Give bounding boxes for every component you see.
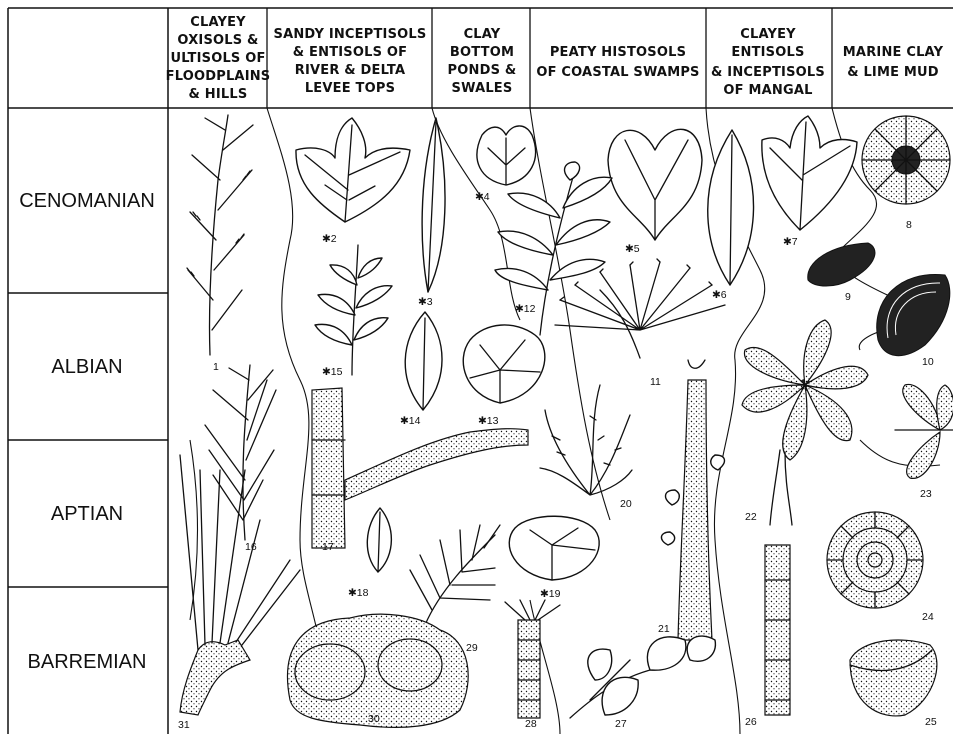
specimen-7-three-lobed-leaf bbox=[762, 116, 857, 230]
specimen-13-peltate-leaf bbox=[463, 325, 545, 403]
specimen-10-mussel bbox=[877, 274, 950, 355]
specimen-1-conifer-branch bbox=[187, 115, 253, 355]
specimen-4-round-leaf bbox=[477, 126, 536, 185]
label-17: 17 bbox=[322, 541, 334, 553]
label-30: 30 bbox=[368, 713, 380, 725]
label-22: 22 bbox=[745, 511, 757, 523]
label-24: 24 bbox=[922, 611, 934, 623]
col-5-line-4: OF MANGAL bbox=[723, 83, 812, 98]
col-3-line-1: CLAY bbox=[464, 27, 501, 42]
label-5: ✱5 bbox=[625, 243, 640, 255]
specimen-14-ovate-leaf bbox=[405, 312, 442, 410]
specimen-12-pinnate-leaf bbox=[495, 162, 612, 335]
specimen-24-ammonite bbox=[827, 512, 923, 608]
specimen-19-round-leaf bbox=[509, 516, 599, 580]
specimen-16-conifer-shoot bbox=[205, 365, 276, 540]
col-3-line-3: PONDS & bbox=[448, 63, 517, 78]
stage-barremian: BARREMIAN bbox=[28, 651, 147, 673]
specimen-28-cycad-stem bbox=[505, 600, 560, 718]
col-5-line-1: CLAYEY bbox=[740, 27, 796, 42]
label-3: ✱3 bbox=[418, 296, 433, 308]
stage-labels: CENOMANIAN ALBIAN APTIAN BARREMIAN bbox=[19, 190, 155, 673]
specimen-22-whorled-leaves bbox=[742, 320, 868, 525]
col-2-line-4: LEVEE TOPS bbox=[305, 81, 395, 96]
specimen-5-bilobed-leaf bbox=[608, 129, 702, 240]
label-19: ✱19 bbox=[540, 588, 561, 600]
label-13: ✱13 bbox=[478, 415, 499, 427]
label-7: ✱7 bbox=[783, 236, 798, 248]
col-3-line-4: SWALES bbox=[452, 81, 513, 96]
col-4-line-1: PEATY HISTOSOLS bbox=[550, 45, 686, 60]
specimen-6-elliptic-leaf bbox=[708, 130, 754, 285]
col-3-line-2: BOTTOM bbox=[450, 45, 514, 60]
specimen-26-horsetail-stem bbox=[765, 545, 790, 715]
specimen-27-ginkgo-leaves bbox=[570, 636, 715, 718]
col-1-line-1: CLAYEY bbox=[190, 15, 246, 30]
col-1-line-2: OXISOLS & bbox=[177, 33, 258, 48]
label-11: 11 bbox=[650, 376, 661, 388]
col-1-line-3: ULTISOLS OF bbox=[170, 51, 265, 66]
column-headers: CLAYEY OXISOLS & ULTISOLS OF FLOODPLAINS… bbox=[166, 15, 944, 102]
col-2-line-3: RIVER & DELTA bbox=[295, 63, 406, 78]
label-23: 23 bbox=[920, 488, 932, 500]
stage-albian: ALBIAN bbox=[51, 356, 122, 378]
specimen-18-small-leaf bbox=[367, 508, 391, 572]
specimen-9-bivalve bbox=[808, 243, 875, 286]
specimen-29-fern-frond bbox=[410, 525, 500, 625]
label-4: ✱4 bbox=[475, 191, 490, 203]
label-25: 25 bbox=[925, 716, 937, 728]
specimen-17-equisetites bbox=[312, 388, 528, 548]
label-27: 27 bbox=[615, 718, 627, 730]
stage-cenomanian: CENOMANIAN bbox=[19, 190, 155, 212]
specimen-25-shell bbox=[850, 640, 937, 716]
label-28: 28 bbox=[525, 718, 537, 730]
specimen-15-pinnate-leaf bbox=[315, 245, 392, 375]
specimen-21-tree-trunk bbox=[661, 360, 724, 640]
col-1-line-5: & HILLS bbox=[189, 87, 248, 102]
label-31: 31 bbox=[178, 719, 190, 731]
label-18: ✱18 bbox=[348, 587, 369, 599]
label-6: ✱6 bbox=[712, 289, 727, 301]
col-4-line-2: OF COASTAL SWAMPS bbox=[536, 65, 699, 80]
label-12: ✱12 bbox=[515, 303, 536, 315]
label-10: 10 bbox=[922, 356, 934, 368]
specimen-20-fern-cluster bbox=[540, 385, 632, 495]
label-2: ✱2 bbox=[322, 233, 337, 245]
stage-aptian: APTIAN bbox=[51, 503, 123, 525]
col-6-line-2: & LIME MUD bbox=[847, 65, 939, 80]
col-6-line-1: MARINE CLAY bbox=[843, 45, 944, 60]
col-2-line-2: & ENTISOLS OF bbox=[293, 45, 407, 60]
col-2-line-1: SANDY INCEPTISOLS bbox=[274, 27, 427, 42]
label-29: 29 bbox=[466, 642, 478, 654]
label-26: 26 bbox=[745, 716, 757, 728]
specimen-30-coral-mass bbox=[288, 614, 469, 727]
label-1: 1 bbox=[213, 361, 219, 373]
specimen-3-lanceolate-leaf bbox=[422, 118, 445, 292]
label-15: ✱15 bbox=[322, 366, 343, 378]
label-20: 20 bbox=[620, 498, 632, 510]
label-16: 16 bbox=[245, 541, 257, 553]
col-1-line-4: FLOODPLAINS bbox=[166, 69, 271, 84]
label-14: ✱14 bbox=[400, 415, 421, 427]
specimen-2-lobed-leaf bbox=[296, 118, 410, 222]
label-8: 8 bbox=[906, 219, 912, 231]
specimen-8-echinoid bbox=[862, 116, 950, 204]
col-5-line-2: ENTISOLS bbox=[731, 45, 804, 60]
label-9: 9 bbox=[845, 291, 851, 303]
col-5-line-3: & INCEPTISOLS bbox=[711, 65, 825, 80]
label-21: 21 bbox=[658, 623, 670, 635]
